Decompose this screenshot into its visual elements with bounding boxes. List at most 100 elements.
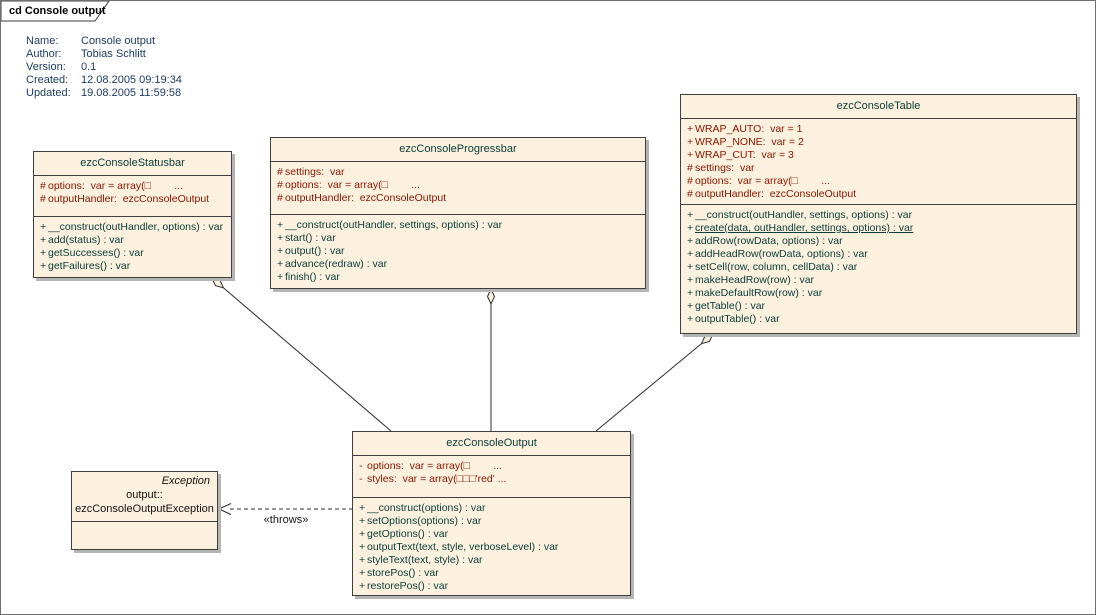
attribute-row: #settings: var — [681, 162, 1076, 175]
attributes-compartment: #options: var = array(□ ...#outputHandle… — [34, 175, 231, 216]
member-text: settings: var — [285, 166, 345, 178]
visibility-marker: + — [277, 271, 284, 283]
visibility-marker: + — [687, 149, 694, 161]
member-text: outputHandler: ezcConsoleOutput — [285, 192, 447, 204]
visibility-marker: - — [359, 460, 363, 472]
visibility-marker: + — [277, 245, 284, 257]
method-row: +getOptions() : var — [353, 528, 630, 541]
method-row: +outputText(text, style, verboseLevel) :… — [353, 541, 630, 554]
member-text: add(status) : var — [48, 234, 124, 246]
attribute-row: #options: var = array(□ ... — [681, 175, 1076, 188]
visibility-marker: + — [277, 219, 284, 231]
metadata-row: Version: 0.1 — [26, 61, 182, 74]
metadata-row: Updated: 19.08.2005 11:59:58 — [26, 87, 182, 100]
aggregation-diamond-statusbar[interactable] — [211, 277, 225, 289]
attribute-row: #settings: var — [271, 166, 645, 179]
aggregation-diamond-progressbar[interactable] — [486, 287, 496, 306]
class-box-ezcConsoleProgressbar[interactable]: ezcConsoleProgressbar #settings: var#opt… — [270, 137, 646, 289]
member-text: restorePos() : var — [367, 580, 449, 592]
attribute-row: #outputHandler: ezcConsoleOutput — [34, 193, 231, 206]
metadata-row: Name: Console output — [26, 35, 182, 48]
visibility-marker: # — [40, 180, 46, 192]
visibility-marker: + — [40, 221, 47, 233]
class-name: ezcConsoleOutputException — [75, 503, 214, 515]
visibility-marker: # — [687, 188, 693, 200]
visibility-marker: + — [359, 502, 366, 514]
member-text: addHeadRow(rowData, options) : var — [695, 248, 868, 260]
attributes-compartment: -options: var = array(□ ...-styles: var … — [353, 455, 630, 497]
metadata-label: Author: — [26, 48, 62, 60]
visibility-marker: + — [277, 258, 284, 270]
attributes-compartment: +WRAP_AUTO: var = 1+WRAP_NONE: var = 2+W… — [681, 118, 1076, 204]
metadata-row: Author: Tobias Schlitt — [26, 48, 182, 61]
attribute-row: #outputHandler: ezcConsoleOutput — [681, 188, 1076, 201]
member-text: getOptions() : var — [367, 528, 449, 540]
member-text: styles: var = array(□□□'red' ... — [367, 473, 507, 485]
class-box-ezcConsoleTable[interactable]: ezcConsoleTable +WRAP_AUTO: var = 1+WRAP… — [680, 94, 1077, 334]
member-text: getSuccesses() : var — [48, 247, 144, 259]
aggregation-diamond-table[interactable] — [700, 333, 714, 345]
member-text: create(data, outHandler, settings, optio… — [695, 222, 914, 234]
open-arrowhead-icon — [217, 503, 232, 515]
class-box-ezcConsoleStatusbar[interactable]: ezcConsoleStatusbar #options: var = arra… — [33, 151, 232, 278]
metadata-value: 19.08.2005 11:59:58 — [81, 87, 182, 99]
member-text: settings: var — [695, 162, 755, 174]
member-text: WRAP_NONE: var = 2 — [695, 136, 804, 148]
methods-compartment: +__construct(outHandler, settings, optio… — [271, 214, 645, 288]
method-row: +__construct(outHandler, options) : var — [34, 221, 231, 234]
member-text: WRAP_AUTO: var = 1 — [695, 123, 803, 135]
method-row: +makeHeadRow(row) : var — [681, 274, 1076, 287]
visibility-marker: # — [277, 192, 283, 204]
diagram-metadata: Name: Console output Author: Tobias Schl… — [26, 35, 182, 100]
class-name: ezcConsoleStatusbar — [80, 157, 185, 169]
aggregation-connector-statusbar-output[interactable] — [223, 287, 392, 432]
method-row: +makeDefaultRow(row) : var — [681, 287, 1076, 300]
member-text: outputText(text, style, verboseLevel) : … — [367, 541, 559, 553]
method-row: +finish() : var — [271, 271, 645, 284]
method-row: +__construct(outHandler, settings, optio… — [271, 219, 645, 232]
method-row: +addRow(rowData, options) : var — [681, 235, 1076, 248]
exception-header: Exception output:: ezcConsoleOutputExcep… — [72, 472, 217, 521]
attribute-row: -styles: var = array(□□□'red' ... — [353, 473, 630, 486]
member-text: storePos() : var — [367, 567, 439, 579]
method-row: +start() : var — [271, 232, 645, 245]
member-text: finish() : var — [285, 271, 340, 283]
member-text: options: var = array(□ ... — [285, 179, 421, 191]
method-row: +getTable() : var — [681, 300, 1076, 313]
class-box-ezcConsoleOutputException[interactable]: Exception output:: ezcConsoleOutputExcep… — [71, 471, 218, 550]
aggregation-connector-table-output[interactable] — [595, 343, 702, 432]
member-text: advance(redraw) : var — [285, 258, 388, 270]
visibility-marker: + — [687, 222, 694, 234]
method-row: +getFailures() : var — [34, 260, 231, 273]
metadata-value: Tobias Schlitt — [81, 48, 146, 60]
member-text: options: var = array(□ ... — [695, 175, 831, 187]
visibility-marker: + — [687, 248, 694, 260]
method-row: +restorePos() : var — [353, 580, 630, 593]
visibility-marker: + — [687, 274, 694, 286]
member-text: makeHeadRow(row) : var — [695, 274, 815, 286]
methods-compartment: +__construct(outHandler, settings, optio… — [681, 204, 1076, 333]
class-box-ezcConsoleOutput[interactable]: ezcConsoleOutput -options: var = array(□… — [352, 431, 631, 596]
member-text: outputHandler: ezcConsoleOutput — [48, 193, 210, 205]
member-text: outputTable() : var — [695, 313, 780, 325]
namespace-label: output:: — [126, 489, 163, 501]
metadata-row: Created: 12.08.2005 09:19:34 — [26, 74, 182, 87]
metadata-value: 12.08.2005 09:19:34 — [81, 74, 182, 86]
visibility-marker: + — [359, 541, 366, 553]
methods-compartment: +__construct(options) : var+setOptions(o… — [353, 497, 630, 595]
attribute-row: +WRAP_AUTO: var = 1 — [681, 123, 1076, 136]
method-row: +getSuccesses() : var — [34, 247, 231, 260]
visibility-marker: # — [40, 193, 46, 205]
frame-tab-label: cd Console output — [9, 5, 106, 17]
metadata-label: Name: — [26, 35, 59, 47]
frame-tab — [1, 1, 110, 22]
method-row: +outputTable() : var — [681, 313, 1076, 326]
member-text: styleText(text, style) : var — [367, 554, 483, 566]
member-text: setOptions(options) : var — [367, 515, 482, 527]
attributes-compartment: #settings: var #options: var = array(□ ..… — [271, 161, 645, 214]
throws-stereotype-label: «throws» — [263, 514, 309, 526]
visibility-marker: + — [40, 260, 47, 272]
member-text: __construct(outHandler, settings, option… — [695, 209, 913, 221]
